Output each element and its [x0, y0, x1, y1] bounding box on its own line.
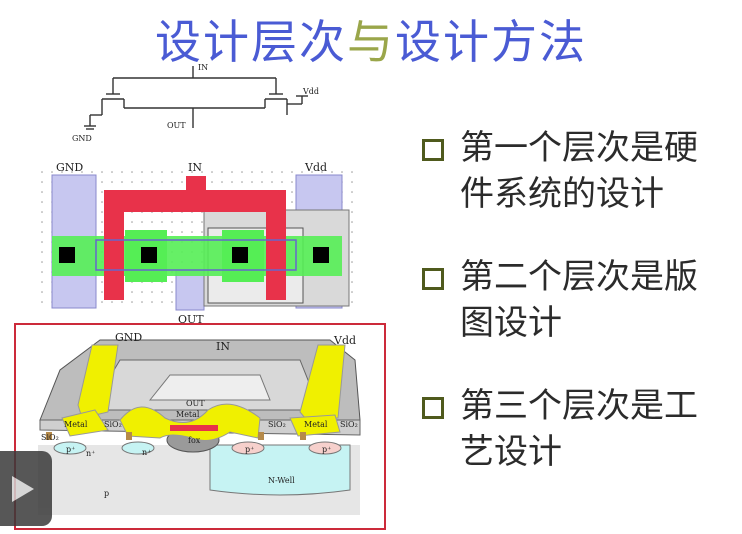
- layout-out-label: OUT: [178, 313, 204, 326]
- play-button[interactable]: [0, 451, 52, 526]
- section-psub-label: p: [104, 489, 109, 498]
- section-fox-label: fox: [188, 436, 201, 445]
- bullet-item-1: 第一个层次是硬 件系统的设计: [420, 125, 740, 217]
- bullet-2-line-1: 第二个层次是版: [460, 257, 698, 297]
- section-nwell-label: N-Well: [268, 476, 295, 485]
- title-part-3: 设计方法: [395, 15, 587, 69]
- title-part-2: 与: [347, 15, 395, 69]
- section-pplus-label-2: p⁺: [322, 445, 331, 454]
- process-cross-section: [14, 323, 386, 530]
- section-vdd-label: Vdd: [333, 334, 356, 347]
- bullet-3-line-2: 艺设计: [460, 432, 562, 472]
- section-sio2-label-3: SiO₂: [268, 420, 286, 429]
- schematic-gnd-label: GND: [72, 134, 92, 143]
- bullet-2-line-2: 图设计: [460, 303, 562, 343]
- bullet-item-2: 第二个层次是版 图设计: [420, 254, 740, 346]
- hollow-square-bullet-icon: [422, 268, 444, 290]
- bullet-3-line-1: 第三个层次是工: [460, 386, 698, 426]
- section-metal-label-3: Metal: [304, 420, 328, 429]
- section-nplus-label-2: n⁺: [142, 448, 151, 457]
- layout-in-label: IN: [188, 161, 202, 174]
- section-nplus-label-1: n⁺: [86, 449, 95, 458]
- hollow-square-bullet-icon: [422, 397, 444, 419]
- section-sio2-label-4: SiO₂: [340, 420, 358, 429]
- slide-title: 设计层次与设计方法: [0, 6, 742, 72]
- bullet-1-line-2: 件系统的设计: [460, 174, 664, 214]
- section-metal-label-2: Metal: [176, 410, 200, 419]
- bullet-1-line-1: 第一个层次是硬: [460, 128, 698, 168]
- inverter-schematic: [84, 66, 308, 130]
- inverter-layout: [40, 168, 358, 311]
- section-metal-label-1: Metal: [64, 420, 88, 429]
- bullet-item-3: 第三个层次是工 艺设计: [420, 383, 740, 475]
- section-pplus-label-1: p⁺: [245, 445, 254, 454]
- section-sio2-label-1: SiO₂: [41, 433, 59, 442]
- section-sio2-label-2: SiO₂: [104, 420, 122, 429]
- play-icon: [12, 476, 34, 502]
- title-part-1: 设计层次: [155, 15, 347, 69]
- layout-gnd-label: GND: [56, 161, 83, 174]
- section-out-label: OUT: [186, 399, 205, 408]
- section-pplus-label-3: p⁺: [66, 445, 75, 454]
- schematic-in-label: IN: [198, 63, 208, 72]
- schematic-vdd-label: Vdd: [302, 87, 319, 96]
- hollow-square-bullet-icon: [422, 139, 444, 161]
- bullet-list: 第一个层次是硬 件系统的设计 第二个层次是版 图设计 第三个层次是工 艺设计: [420, 125, 740, 512]
- layout-vdd-label: Vdd: [304, 161, 327, 174]
- section-in-label: IN: [216, 340, 230, 353]
- schematic-out-label: OUT: [167, 121, 186, 130]
- section-gnd-label: GND: [115, 331, 142, 344]
